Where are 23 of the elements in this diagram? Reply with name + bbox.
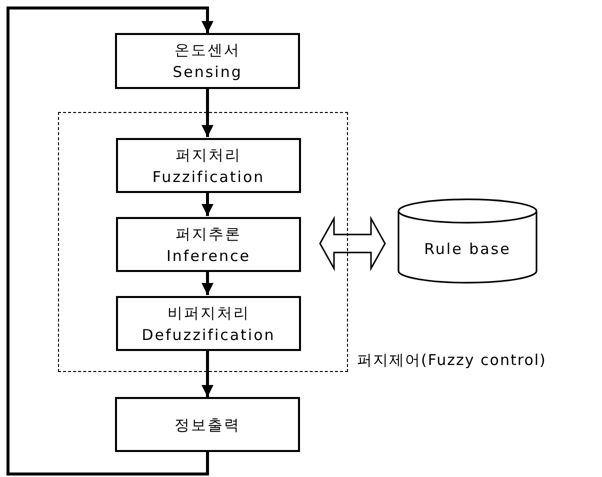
box-label: Inference [166, 246, 250, 266]
box-label: 온도센서 [174, 40, 240, 61]
group-label: 퍼지제어(Fuzzy control) [357, 350, 546, 371]
double-arrow [319, 216, 386, 272]
box-label: Defuzzification [142, 324, 276, 346]
process-box [116, 296, 301, 351]
process-box [115, 397, 300, 452]
box-label: Sensing [172, 62, 242, 83]
database-cylinder [397, 198, 538, 284]
process-box [116, 138, 301, 193]
box-label: Fuzzification [152, 166, 265, 188]
arrow [202, 271, 214, 295]
process-box [115, 33, 300, 89]
feedback-arrow [6, 6, 214, 476]
box-label: 비퍼지처리 [167, 302, 250, 324]
box-label: 퍼지추론 [176, 224, 242, 244]
box-label: 퍼지처리 [176, 144, 242, 166]
arrow [202, 89, 214, 137]
cylinder-label: Rule base [424, 239, 511, 260]
box-label: 정보출력 [174, 414, 240, 436]
process-box [116, 217, 301, 272]
arrow [202, 350, 214, 397]
arrow [202, 192, 214, 216]
